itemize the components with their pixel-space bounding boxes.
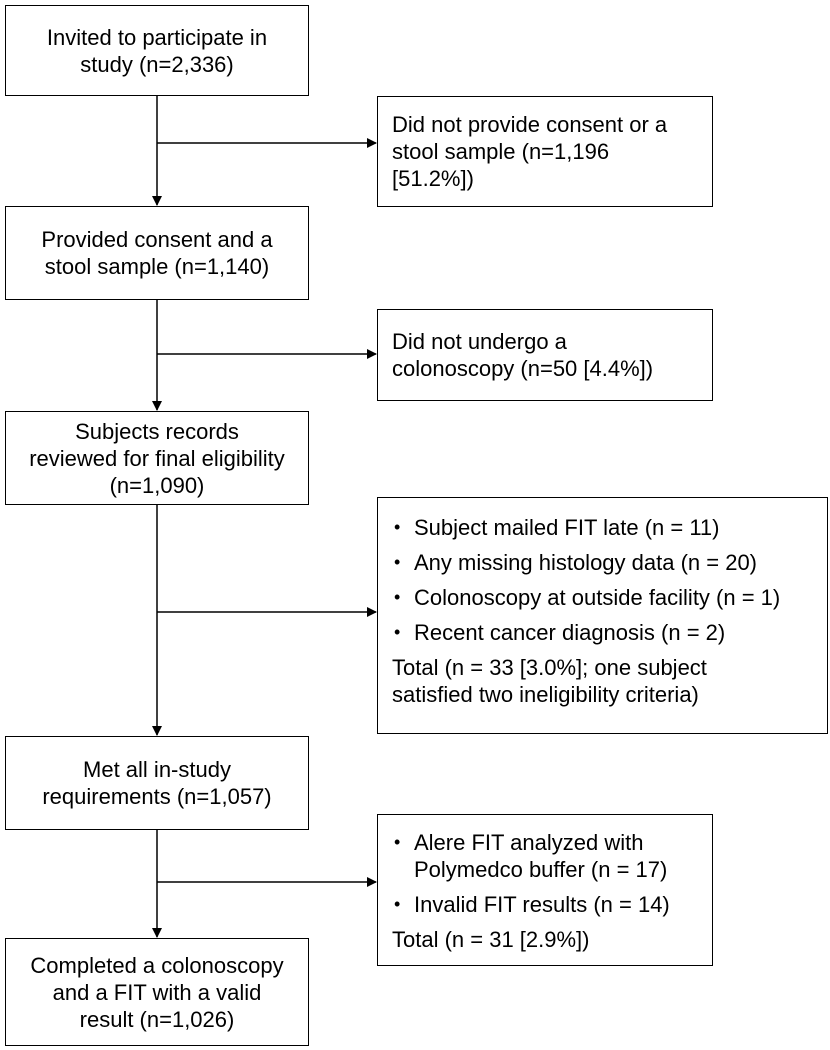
list-item: Alere FIT analyzed with Polymedco buffer… xyxy=(392,829,698,883)
excluded-fit-box: Alere FIT analyzed with Polymedco buffer… xyxy=(377,814,713,966)
no-consent-line2: stool sample (n=1,196 xyxy=(392,139,610,164)
met-requirements-box: Met all in-study requirements (n=1,057) xyxy=(5,736,309,830)
completed-line1: Completed a colonoscopy xyxy=(30,952,284,978)
invited-line2: study (n=2,336) xyxy=(80,51,234,77)
list-item: Subject mailed FIT late (n = 11) xyxy=(392,514,813,541)
reviewed-line2: reviewed for final eligibility xyxy=(29,445,285,471)
excluded-fit-total: Total (n = 31 [2.9%]) xyxy=(392,927,590,952)
met-line1: Met all in-study xyxy=(83,757,231,782)
list-item: Invalid FIT results (n = 14) xyxy=(392,891,698,918)
excluded-fit-list: Alere FIT analyzed with Polymedco buffer… xyxy=(392,829,698,918)
consent-line1: Provided consent and a xyxy=(41,227,273,252)
completed-line3: result (n=1,026) xyxy=(79,1006,235,1032)
list-item: Any missing histology data (n = 20) xyxy=(392,549,813,576)
list-item: Colonoscopy at outside facility (n = 1) xyxy=(392,584,813,611)
consent-box: Provided consent and a stool sample (n=1… xyxy=(5,206,309,300)
no-colonoscopy-line1: Did not undergo a xyxy=(392,329,567,354)
met-line2: requirements (n=1,057) xyxy=(42,784,272,809)
reviewed-line1: Subjects records xyxy=(75,418,239,444)
list-item: Recent cancer diagnosis (n = 2) xyxy=(392,619,813,646)
reviewed-line3: (n=1,090) xyxy=(109,472,205,498)
consent-line2: stool sample (n=1,140) xyxy=(44,254,270,279)
no-colonoscopy-line2: colonoscopy (n=50 [4.4%]) xyxy=(392,356,654,381)
invited-line1: Invited to participate in xyxy=(46,24,268,50)
no-colonoscopy-box: Did not undergo a colonoscopy (n=50 [4.4… xyxy=(377,309,713,401)
invited-box: Invited to participate in study (n=2,336… xyxy=(5,5,309,96)
completed-box: Completed a colonoscopy and a FIT with a… xyxy=(5,938,309,1046)
completed-line2: and a FIT with a valid xyxy=(52,979,262,1005)
ineligible-total-line2: satisfied two ineligibility criteria) xyxy=(392,682,699,707)
no-consent-box: Did not provide consent or a stool sampl… xyxy=(377,96,713,207)
ineligible-total-line1: Total (n = 33 [3.0%]; one subject xyxy=(392,655,707,680)
ineligible-list: Subject mailed FIT late (n = 11) Any mis… xyxy=(392,514,813,646)
no-consent-line1: Did not provide consent or a xyxy=(392,112,668,137)
no-consent-line3: [51.2%]) xyxy=(392,166,474,191)
ineligible-box: Subject mailed FIT late (n = 11) Any mis… xyxy=(377,497,828,734)
reviewed-box: Subjects records reviewed for final elig… xyxy=(5,411,309,505)
